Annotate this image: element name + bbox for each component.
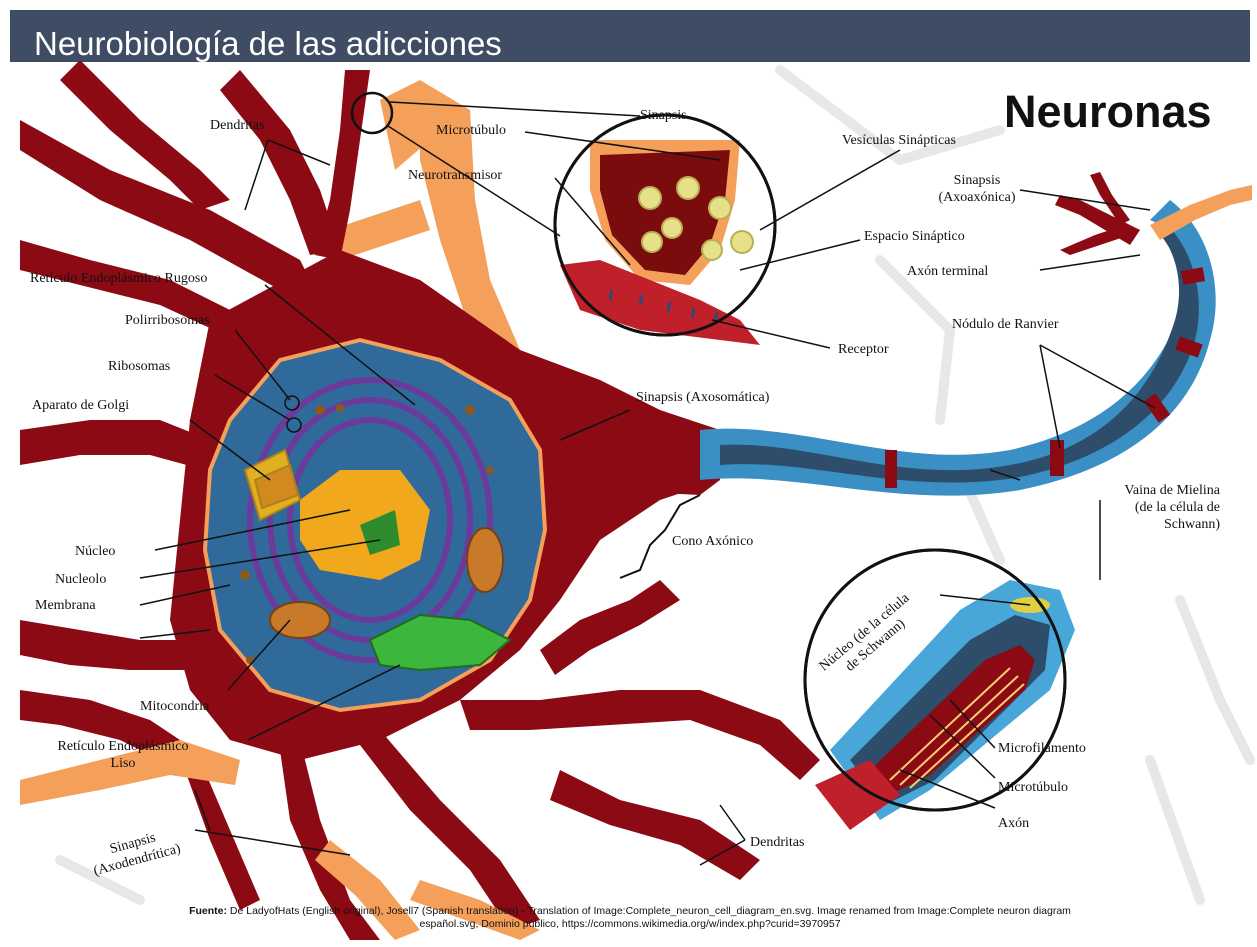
source-line1: De LadyofHats (English original), Josell… xyxy=(230,905,1071,917)
label-reticulo-rugoso: Retículo Endoplásmico Rugoso xyxy=(30,270,207,287)
label-vesiculas-sinapticas: Vesículas Sinápticas xyxy=(842,132,956,149)
label-espacio-sinaptico: Espacio Sináptico xyxy=(864,228,965,245)
label-microfilamento: Microfilamento xyxy=(998,740,1086,757)
label-ribosomas: Ribosomas xyxy=(108,358,170,375)
label-cono-axonico: Cono Axónico xyxy=(672,533,753,550)
label-polirribosomas: Polirribosomas xyxy=(125,312,210,329)
source-line2: español.svg, Dominio público, https://co… xyxy=(419,918,840,930)
label-reticulo-liso-line2: Liso xyxy=(111,756,136,771)
label-axon-terminal: Axón terminal xyxy=(907,263,988,280)
label-vaina-mielina-line1: Vaina de Mielina xyxy=(1124,483,1220,498)
label-vaina-mielina-line3: Schwann) xyxy=(1164,517,1220,532)
label-dendritas-top: Dendritas xyxy=(210,117,264,134)
label-sinapsis-inset: Sinapsis xyxy=(640,107,687,124)
label-sinapsis-axoaxonica: Sinapsis (Axoaxónica) xyxy=(922,172,1032,206)
nucleus xyxy=(300,470,430,580)
label-microtubulo-top: Microtúbulo xyxy=(436,122,506,139)
synapse-inset xyxy=(555,115,775,345)
label-sinapsis-axoaxonica-line1: Sinapsis xyxy=(954,173,1001,188)
label-membrana: Membrana xyxy=(35,597,96,614)
label-neurotransmisor: Neurotransmisor xyxy=(408,167,502,184)
label-dendritas-bottom: Dendritas xyxy=(750,834,804,851)
source-prefix: Fuente: xyxy=(189,905,227,917)
label-sinapsis-axoaxonica-line2: (Axoaxónica) xyxy=(939,190,1016,205)
label-reticulo-liso: Retículo Endoplásmico Liso xyxy=(38,738,208,772)
source-credit: Fuente: De LadyofHats (English original)… xyxy=(20,905,1240,931)
label-axon: Axón xyxy=(998,815,1029,832)
label-nucleo: Núcleo xyxy=(75,543,115,560)
label-vaina-mielina-line2: (de la célula de xyxy=(1135,500,1220,515)
axon-terminal xyxy=(1055,172,1140,255)
label-receptor: Receptor xyxy=(838,341,889,358)
label-aparato-golgi: Aparato de Golgi xyxy=(32,397,129,414)
label-mitocondria: Mitocondria xyxy=(140,698,209,715)
label-vaina-mielina: Vaina de Mielina (de la célula de Schwan… xyxy=(1090,482,1220,533)
label-nucleolo: Nucleolo xyxy=(55,571,106,588)
label-sinapsis-axosomatica: Sinapsis (Axosomática) xyxy=(636,389,769,406)
label-reticulo-liso-line1: Retículo Endoplásmico xyxy=(57,739,188,754)
label-microtubulo-bottom: Microtúbulo xyxy=(998,779,1068,796)
label-nodulo-ranvier: Nódulo de Ranvier xyxy=(952,316,1059,333)
diagram-title: Neuronas xyxy=(1004,86,1212,138)
